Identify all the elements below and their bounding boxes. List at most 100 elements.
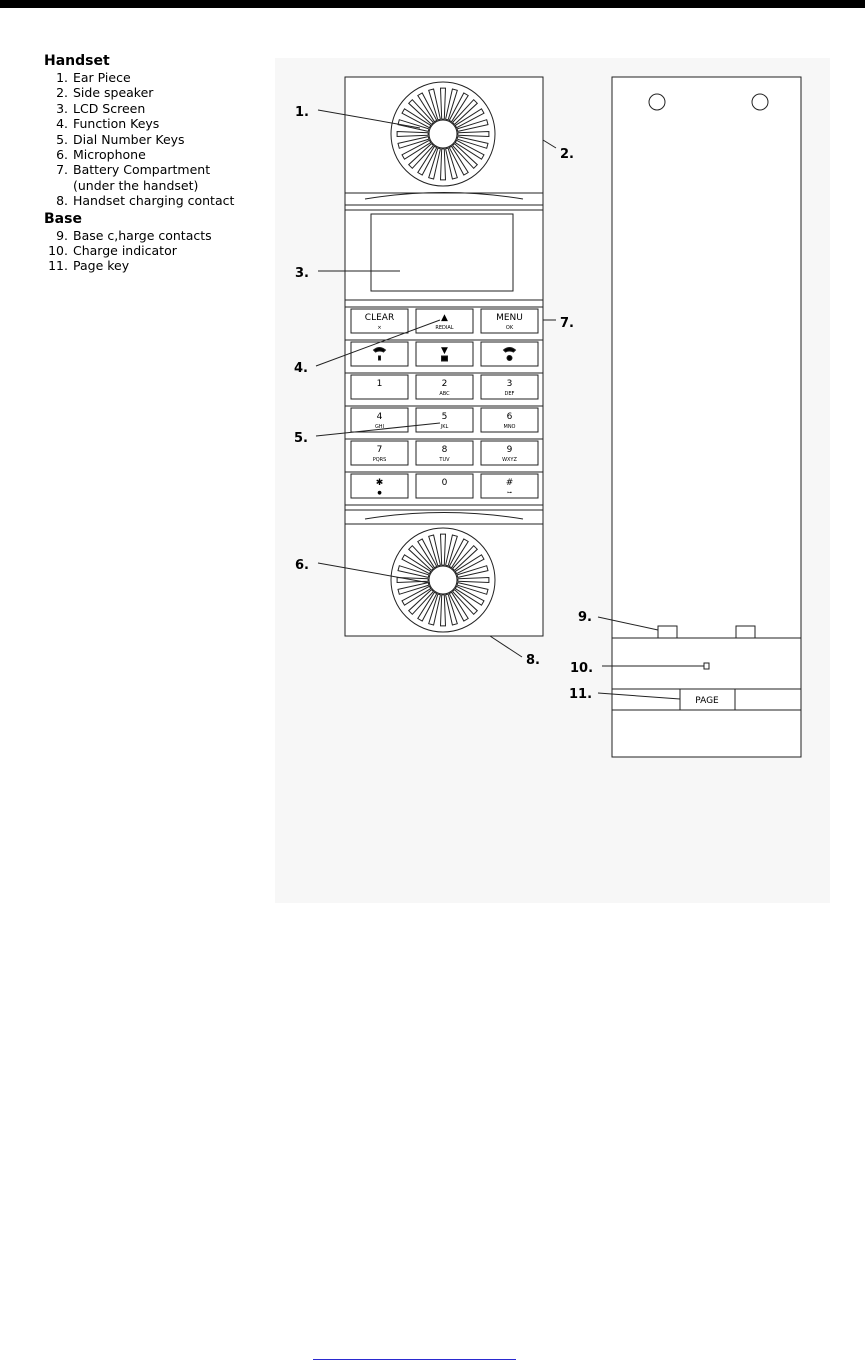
dial-key-2-1 xyxy=(415,440,474,466)
legend-item: 5.Dial Number Keys xyxy=(56,131,185,147)
legend-item-note: (under the handset) xyxy=(73,177,199,193)
speaker-icon xyxy=(378,355,381,361)
up-key-label: ▲ xyxy=(441,313,448,323)
dial-key-3-0 xyxy=(350,473,409,499)
dial-key-2-0 xyxy=(350,440,409,466)
grille-slot xyxy=(397,119,430,132)
dial-key-3-1 xyxy=(415,473,474,499)
grille-slot xyxy=(401,585,432,606)
dial-key-3-0-label: ✱ xyxy=(376,478,384,488)
dial-key-0-2 xyxy=(480,374,539,400)
grille-slot xyxy=(417,145,438,176)
grille-slot xyxy=(448,591,469,622)
grille-slot xyxy=(401,108,432,129)
page-key xyxy=(679,688,736,711)
dial-key-3-1-label: 0 xyxy=(442,478,448,488)
grille-slot xyxy=(407,544,435,572)
dial-key-0-0 xyxy=(350,374,409,400)
dial-key-1-0-label: 4 xyxy=(377,412,383,422)
grille-slot xyxy=(456,582,489,595)
grille-slot xyxy=(428,147,441,180)
dial-key-1-0 xyxy=(350,407,409,433)
dial-key-1-0-sublabel: GHI xyxy=(375,424,384,430)
dial-key-3-2-sublabel: ⊶ xyxy=(507,490,512,496)
grille-slot xyxy=(456,565,489,578)
base-hole-left xyxy=(648,93,666,111)
grille-slot xyxy=(451,98,479,126)
grille-rim xyxy=(390,527,496,633)
legend-item: 3.LCD Screen xyxy=(56,100,146,116)
grille-slot xyxy=(457,576,490,584)
dial-key-3-2-label: # xyxy=(506,478,514,488)
dial-key-1-1-sublabel: JKL xyxy=(440,424,449,430)
grille-slot xyxy=(454,554,485,575)
callout-2: 2. xyxy=(560,147,574,162)
legend-item: 7.Battery Compartment xyxy=(56,162,211,178)
handset-list: 1.Ear Piece 2.Side speaker 3.LCD Screen … xyxy=(44,70,234,209)
grille-slot xyxy=(439,594,447,627)
grille-slot xyxy=(401,554,432,575)
callout-labels: 1. 2. 3. 4. 5. 6. 7. 8. 9. 10. 11. xyxy=(294,105,593,702)
dial-key-1-2-label: 6 xyxy=(507,412,513,422)
microphone xyxy=(390,527,496,633)
dial-key-3-0-sublabel: ● xyxy=(377,490,382,496)
menu-key xyxy=(480,308,539,334)
dial-key-2-2 xyxy=(480,440,539,466)
grille-slot xyxy=(417,538,438,569)
bottom-separator xyxy=(345,509,543,525)
end-key xyxy=(480,341,539,367)
grille-center xyxy=(428,119,458,149)
grille-slot xyxy=(454,585,485,606)
dial-key-0-1-sublabel: ABC xyxy=(439,391,450,397)
grille-slot xyxy=(445,593,458,626)
grille-slot xyxy=(417,92,438,123)
legend-item: 10.Charge indicator xyxy=(48,243,177,259)
page-key-label: PAGE xyxy=(695,696,719,706)
callout-11: 11. xyxy=(569,687,592,702)
dial-key-0-0-label: 1 xyxy=(377,379,383,389)
grille-slot xyxy=(456,119,489,132)
dial-key-2-2-label: 9 xyxy=(507,445,513,455)
grille-slot xyxy=(439,148,447,181)
grille-slot xyxy=(397,136,430,149)
grille-slot xyxy=(439,87,447,120)
grille-slot xyxy=(417,591,438,622)
legend-item: 4.Function Keys xyxy=(56,116,160,132)
grille-slot xyxy=(397,582,430,595)
base-outline xyxy=(611,76,802,758)
callout-9: 9. xyxy=(578,610,592,625)
dial-key-0-1-label: 2 xyxy=(442,379,448,389)
grille-slot xyxy=(439,533,447,566)
base-hole-right xyxy=(751,93,769,111)
ear-piece xyxy=(390,81,496,187)
talk-key xyxy=(350,341,409,367)
callout-8: 8. xyxy=(526,653,540,668)
top-separator xyxy=(345,192,543,211)
legend-item: 9.Base c,harge contacts xyxy=(56,227,212,243)
grille-slot xyxy=(428,88,441,121)
dial-key-2-0-label: 7 xyxy=(377,445,383,455)
talk-handset-icon xyxy=(372,347,387,353)
menu-key-label: MENU xyxy=(496,313,523,323)
grille-slot xyxy=(454,139,485,160)
grille-slot xyxy=(448,145,469,176)
dial-key-1-2 xyxy=(480,407,539,433)
callout-5: 5. xyxy=(294,431,308,446)
grille-slot xyxy=(407,588,435,616)
legend-item: 6.Microphone xyxy=(56,147,146,163)
grille-slot xyxy=(451,142,479,170)
grille-slot xyxy=(451,544,479,572)
phonebook-icon xyxy=(441,355,448,362)
callout-6: 6. xyxy=(295,558,309,573)
callout-leaders xyxy=(315,109,704,700)
grille-rim xyxy=(390,81,496,187)
callout-10: 10. xyxy=(570,661,593,676)
grille-slot xyxy=(448,92,469,123)
callout-4: 4. xyxy=(294,361,308,376)
grille-slot xyxy=(397,565,430,578)
parts-legend: Handset 1.Ear Piece 2.Side speaker 3.LCD… xyxy=(44,52,234,274)
dial-key-1-2-sublabel: MNO xyxy=(504,424,516,430)
grille-slot xyxy=(401,139,432,160)
